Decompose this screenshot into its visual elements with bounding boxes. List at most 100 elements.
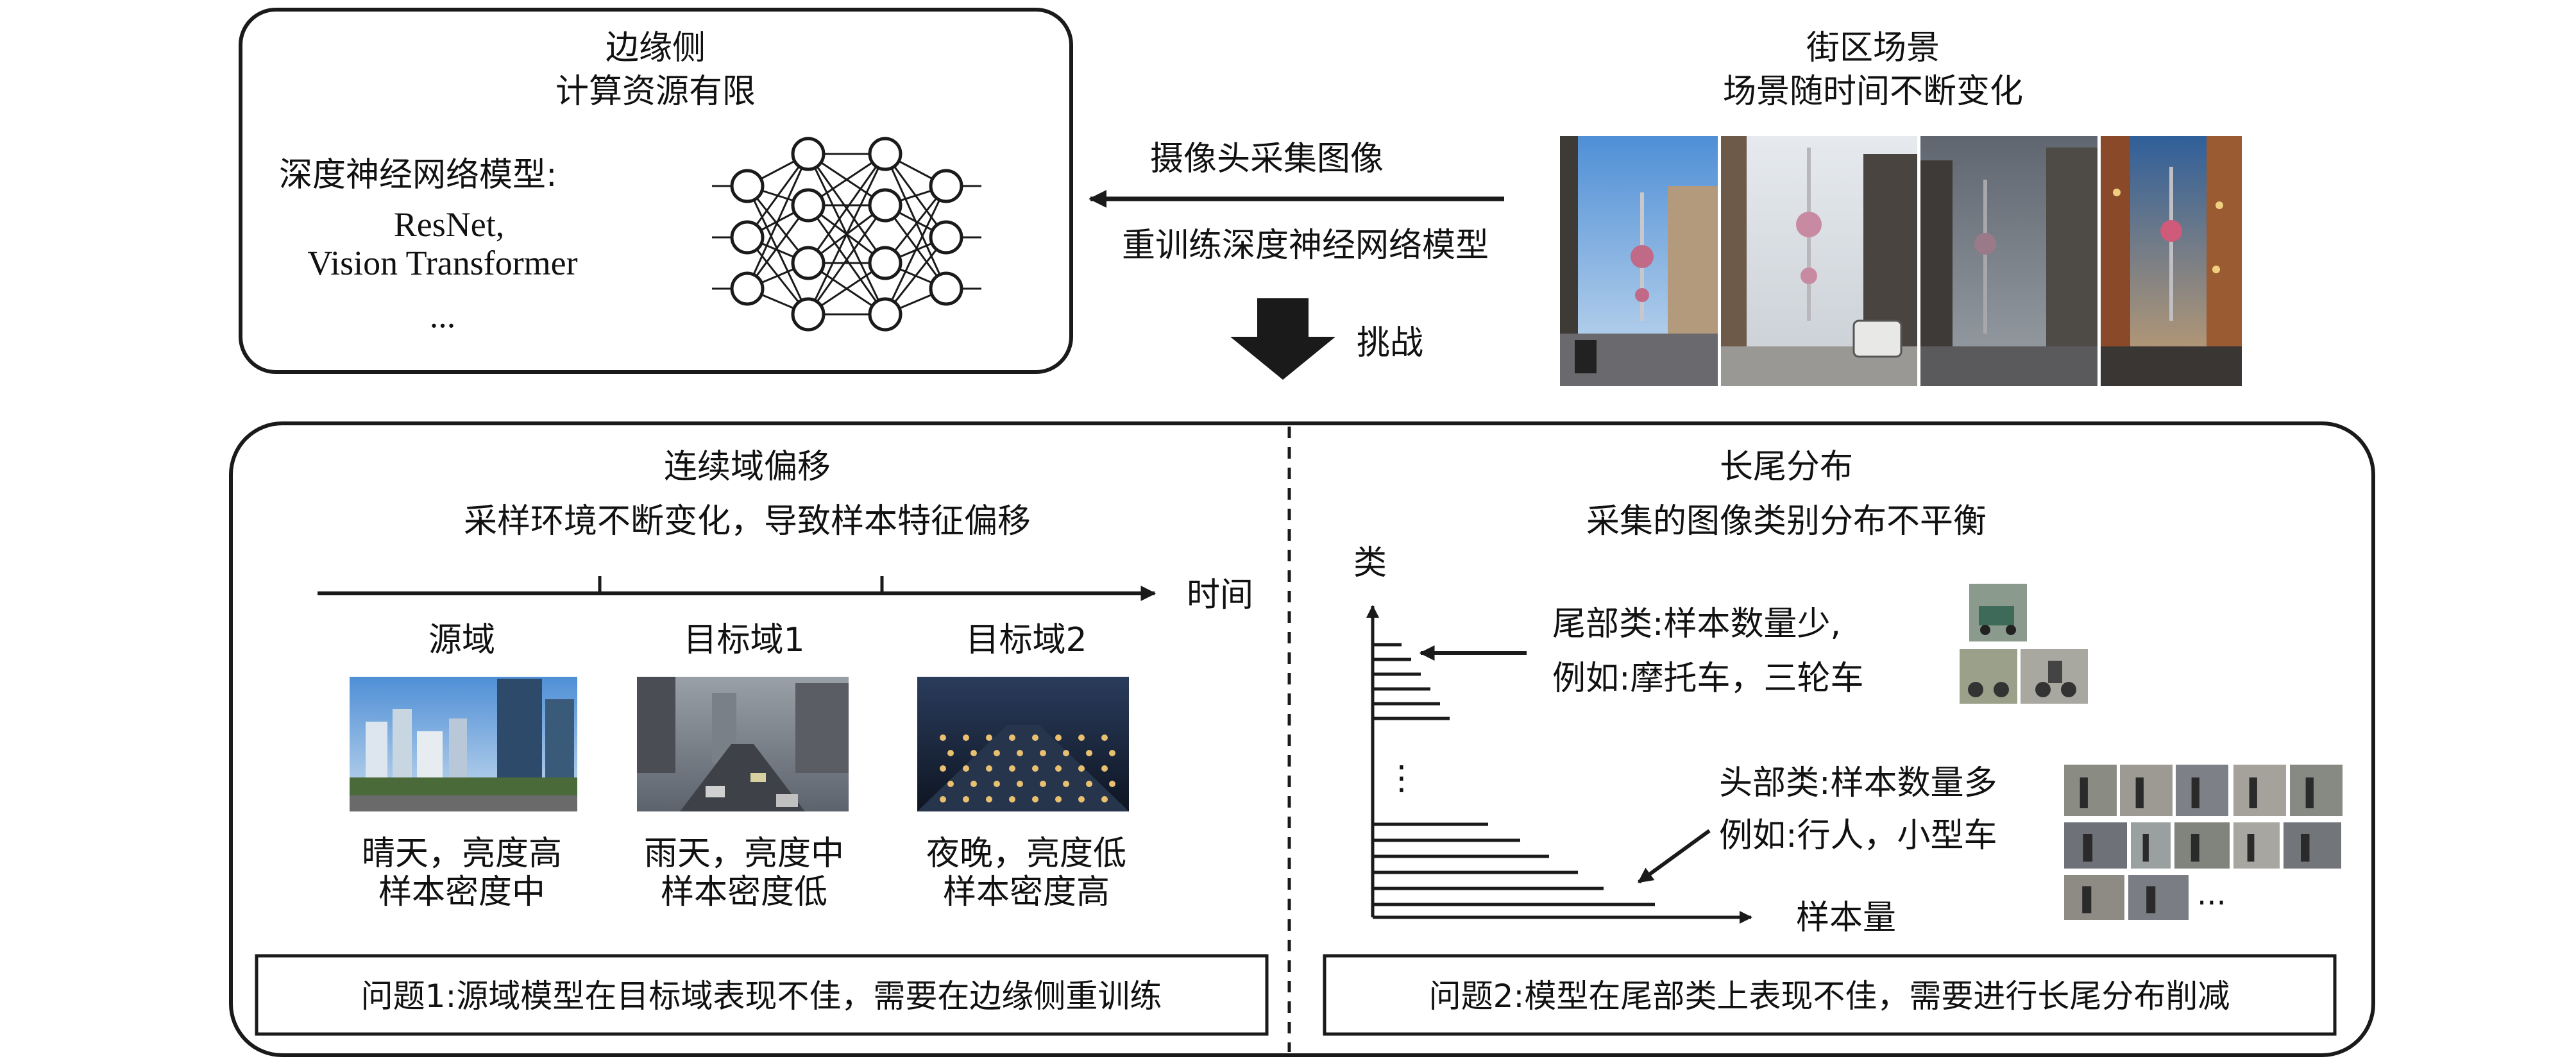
nn-connection (807, 153, 886, 315)
thumb-figure (2142, 834, 2149, 862)
nn-node (791, 297, 826, 332)
model-label: 深度神经网络模型: (279, 156, 557, 194)
thumb-figure (2301, 834, 2310, 862)
traffic-light-dot (1109, 750, 1115, 756)
nn-node (868, 137, 902, 171)
thumb-figure (2249, 777, 2257, 808)
traffic-light-dot (947, 750, 954, 756)
motorcycle-thumb-1 (1960, 649, 2017, 704)
nn-node (868, 246, 902, 280)
head-line-1: 头部类:样本数量多 (1719, 764, 1997, 802)
model-ellipsis: ... (430, 296, 456, 335)
thumb-figure (2190, 834, 2199, 862)
street-photo-3 (1920, 136, 2097, 386)
nn-connection (884, 205, 947, 289)
head-class-thumb (2064, 822, 2127, 869)
nn-connection (746, 153, 809, 238)
x-axis-label: 样本量 (1796, 899, 1896, 937)
nn-node (868, 188, 902, 223)
nn-node (791, 188, 826, 223)
challenge-arrow: 挑战 (1230, 298, 1423, 380)
head-class-thumb (2064, 765, 2117, 816)
long-tail-panel: 长尾分布 采集的图像类别分布不平衡 类 样本量 ⋮ 尾部类:样本数量少, 例如:… (1323, 448, 2343, 1036)
challenge-label: 挑战 (1357, 324, 1423, 362)
tail-class-thumbnails (1960, 584, 2088, 704)
long-tail-title: 长尾分布 (1720, 448, 1853, 486)
thumb-figure (2146, 886, 2156, 913)
down-arrow-icon (1230, 298, 1335, 380)
source-desc-1: 晴天，亮度高 (362, 835, 562, 873)
edge-box-subtitle: 计算资源有限 (555, 72, 756, 111)
traffic-light-dot (1009, 796, 1015, 802)
edge-box-border (239, 8, 1073, 374)
street-photo-4 (2101, 136, 2242, 386)
domain-name-target-1: 目标域1 (683, 621, 804, 659)
traffic-light-dot (1055, 765, 1062, 772)
tail-line-1: 尾部类:样本数量少, (1552, 605, 1841, 643)
head-class-thumb (2233, 822, 2280, 869)
traffic-light-dot (1078, 765, 1085, 772)
target-1-desc-2: 样本密度低 (661, 873, 827, 912)
model-resnet: ResNet, (394, 205, 504, 244)
photo-source-domain (350, 677, 577, 811)
traffic-light-dot (1101, 734, 1108, 741)
nn-connection (746, 153, 809, 289)
nn-connection (807, 205, 886, 315)
head-arrow (1638, 829, 1711, 884)
long-tail-bars (1373, 643, 1655, 906)
nn-connection (807, 153, 886, 264)
model-vit: Vision Transformer (307, 244, 577, 282)
traffic-light-dot (1040, 781, 1046, 787)
edge-box-title: 边缘侧 (606, 29, 706, 67)
nn-node (791, 137, 826, 171)
nn-node (730, 169, 765, 203)
long-tail-subtitle: 采集的图像类别分布不平衡 (1586, 502, 1987, 541)
nn-connection (746, 205, 809, 289)
nn-node (929, 169, 963, 203)
head-class-thumb (2174, 822, 2230, 869)
head-class-thumb (2284, 822, 2341, 869)
tail-line-2: 例如:摩托车，三轮车 (1552, 659, 1864, 698)
traffic-light-dot (994, 781, 1000, 787)
source-desc-2: 样本密度中 (378, 873, 545, 912)
head-class-thumb (2064, 875, 2124, 920)
traffic-light-dot (986, 796, 992, 802)
traffic-light-dot (1032, 765, 1038, 772)
traffic-light-dot (1078, 734, 1085, 741)
domain-shift-title: 连续域偏移 (664, 448, 831, 486)
bottom-container (229, 421, 2375, 1057)
traffic-light-dot (963, 765, 969, 772)
nn-node (929, 220, 963, 255)
head-class-thumb (2120, 765, 2173, 816)
nn-node (730, 220, 765, 255)
nn-node (868, 297, 902, 332)
traffic-light-dot (947, 781, 954, 787)
domain-name-source: 源域 (428, 621, 495, 659)
capture-label: 摄像头采集图像 (1150, 140, 1384, 178)
vertical-ellipsis: ⋮ (1385, 759, 1418, 797)
street-scene: 街区场景 场景随时间不断变化 (1560, 29, 2242, 386)
problem-1-text: 问题1:源域模型在目标域表现不佳，需要在边缘侧重训练 (361, 978, 1162, 1015)
thumb-figure (2305, 777, 2314, 808)
domain-shift-subtitle: 采样环境不断变化，导致样本特征偏移 (464, 502, 1031, 541)
traffic-light-dot (1032, 734, 1038, 741)
traffic-light-dot (940, 765, 946, 772)
traffic-light-dot (1017, 781, 1023, 787)
target-1-desc-1: 雨天，亮度中 (644, 835, 844, 873)
thumb-figure (2191, 777, 2199, 808)
head-line-2: 例如:行人，小型车 (1719, 817, 1997, 855)
nn-node (929, 271, 963, 306)
street-scene-title: 街区场景 (1806, 29, 1940, 67)
traffic-light-dot (963, 796, 969, 802)
head-class-thumb (2176, 765, 2228, 816)
target-2-desc-2: 样本密度高 (943, 873, 1110, 912)
neural-network-icon (712, 137, 981, 332)
problem-1-box (255, 954, 1269, 1036)
thumb-figure (2083, 834, 2093, 862)
traffic-light-dot (1017, 750, 1023, 756)
traffic-light-dot (1063, 781, 1069, 787)
traffic-light-dot (1055, 734, 1062, 741)
photo-target-domain-1 (637, 677, 849, 811)
domain-shift-panel: 连续域偏移 采样环境不断变化，导致样本特征偏移 时间 源域 目标域1 目标域2 (255, 448, 1269, 1036)
street-scene-subtitle: 场景随时间不断变化 (1723, 72, 2023, 111)
